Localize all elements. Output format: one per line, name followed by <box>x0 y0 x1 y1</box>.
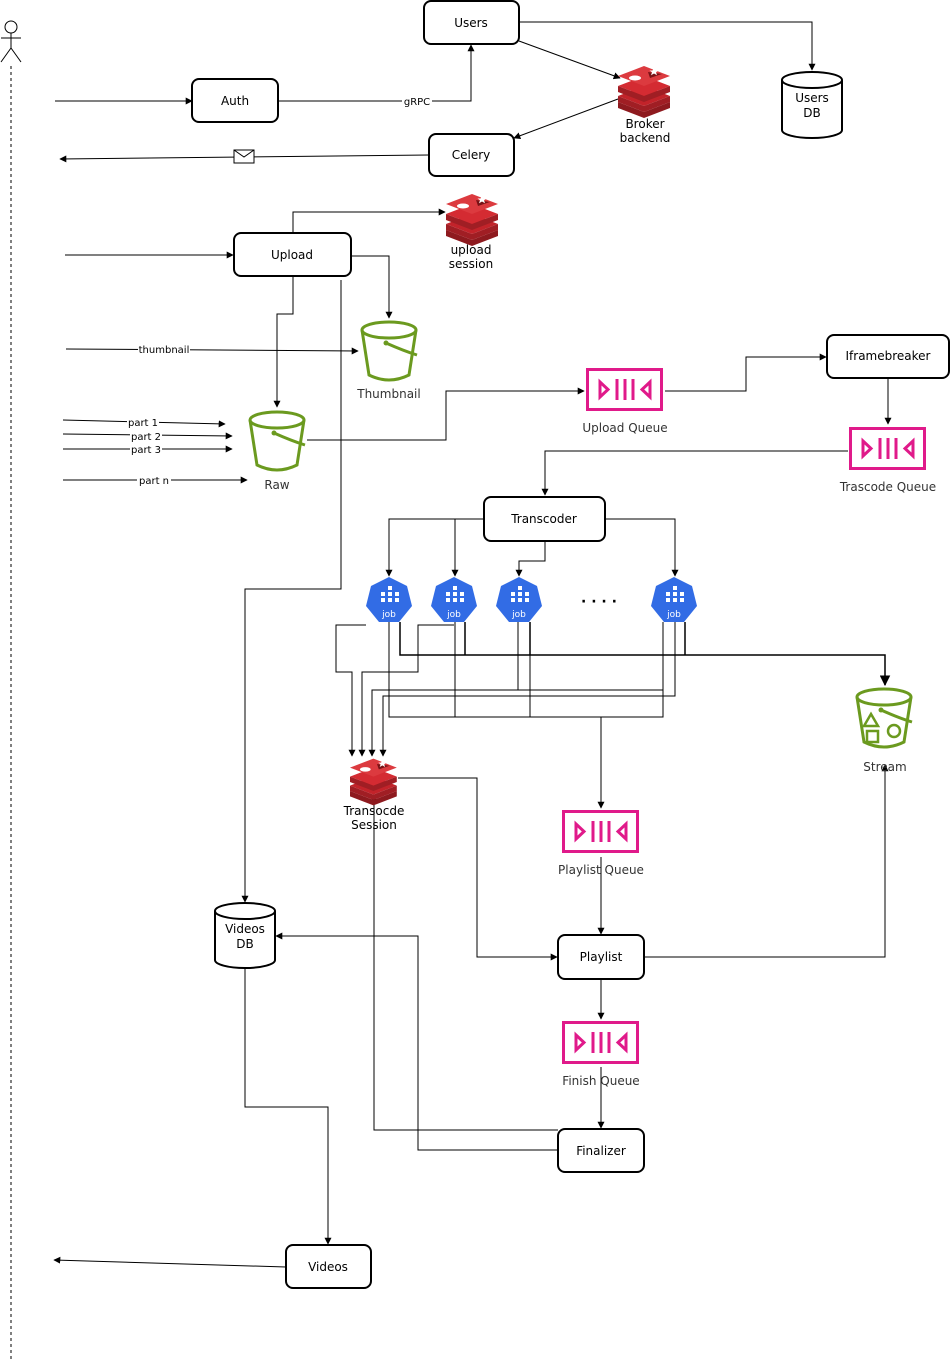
videos-service[interactable]: Videos <box>285 1244 372 1289</box>
upload-service-label: Upload <box>271 248 313 262</box>
celery-service-label: Celery <box>452 148 491 162</box>
transcode-job-1[interactable]: job <box>366 577 412 622</box>
sqs-queue-icon <box>562 1021 639 1064</box>
playlist-queue[interactable]: Playlist Queue <box>558 810 644 878</box>
raw-bucket[interactable]: Raw <box>248 410 307 492</box>
upload-session-label-1: upload <box>451 243 492 257</box>
users-db-label-2: DB <box>803 106 820 120</box>
edge-label-partn: part n <box>139 476 169 487</box>
redis-icon <box>350 758 397 806</box>
videos-db-label-2: DB <box>236 937 253 951</box>
stream-bucket-label: Stream <box>863 760 906 774</box>
envelope-icon <box>233 149 255 164</box>
s3-bucket-icon <box>360 320 419 382</box>
celery-service[interactable]: Celery <box>428 133 515 177</box>
transcoder-service[interactable]: Transcoder <box>483 496 606 542</box>
users-db-label-1: Users <box>795 91 829 105</box>
finish-queue-label: Finish Queue <box>562 1074 639 1088</box>
raw-bucket-label: Raw <box>264 478 289 492</box>
playlist-service-label: Playlist <box>580 950 623 964</box>
transcode-job-3[interactable]: job <box>496 577 542 622</box>
transcode-job-n[interactable]: job <box>651 577 697 622</box>
broker-label-2: backend <box>620 131 671 145</box>
videos-db[interactable]: Videos DB <box>214 902 276 969</box>
s3-bucket-icon <box>248 410 307 472</box>
edge-label-part2: part 2 <box>131 432 161 443</box>
edge-label-part3: part 3 <box>131 445 161 456</box>
transcode-job-2[interactable]: job <box>431 577 477 622</box>
upload-session-label-2: session <box>449 257 493 271</box>
s3-bucket-icon <box>855 687 914 749</box>
sqs-queue-icon <box>562 810 639 853</box>
transcoder-service-label: Transcoder <box>510 512 577 526</box>
users-db[interactable]: Users DB <box>781 71 843 139</box>
videos-service-label: Videos <box>308 1260 348 1274</box>
redis-icon <box>446 194 498 246</box>
auth-service-label: Auth <box>221 94 249 108</box>
edge-label-part1: part 1 <box>128 418 158 429</box>
upload-queue[interactable]: Upload Queue <box>582 368 668 436</box>
thumbnail-bucket-label: Thumbnail <box>356 387 420 401</box>
transcode-session-label-2: Session <box>351 818 397 832</box>
playlist-queue-label: Playlist Queue <box>558 863 644 877</box>
sqs-queue-icon <box>586 368 663 411</box>
users-service-label: Users <box>454 16 488 30</box>
stream-bucket[interactable]: Stream <box>855 687 914 774</box>
broker-backend[interactable]: Broker backend <box>618 66 670 145</box>
users-service[interactable]: Users <box>423 0 520 45</box>
finalizer-service-label: Finalizer <box>576 1144 626 1158</box>
thumbnail-bucket[interactable]: Thumbnail <box>356 320 421 401</box>
finish-queue[interactable]: Finish Queue <box>562 1021 640 1089</box>
job-label: job <box>446 610 461 620</box>
auth-service[interactable]: Auth <box>191 78 279 123</box>
upload-queue-label: Upload Queue <box>582 421 667 435</box>
iframebreaker-service[interactable]: Iframebreaker <box>826 334 950 379</box>
upload-service[interactable]: Upload <box>233 232 352 277</box>
edge-label-thumbnail: thumbnail <box>139 345 190 356</box>
trascode-queue[interactable]: Trascode Queue <box>839 427 936 495</box>
redis-icon <box>618 66 670 118</box>
job-label: job <box>381 610 396 620</box>
jobs-ellipsis: · · · · <box>581 594 617 610</box>
trascode-queue-label: Trascode Queue <box>839 480 936 494</box>
transcode-session-label-1: Transocde <box>343 804 405 818</box>
job-label: job <box>511 610 526 620</box>
job-label: job <box>666 610 681 620</box>
sqs-queue-icon <box>849 427 926 470</box>
transcode-session[interactable]: Transocde Session <box>343 758 405 832</box>
playlist-service[interactable]: Playlist <box>557 934 645 980</box>
finalizer-service[interactable]: Finalizer <box>557 1128 645 1173</box>
edge-labels: gRPC thumbnail part 1 part 2 part 3 part… <box>127 95 432 487</box>
edges <box>53 21 892 1268</box>
edge-label-grpc: gRPC <box>404 97 430 108</box>
actor-icon <box>0 20 22 63</box>
broker-label-1: Broker <box>625 117 664 131</box>
iframebreaker-service-label: Iframebreaker <box>846 349 931 363</box>
upload-session[interactable]: upload session <box>446 194 498 271</box>
videos-db-label-1: Videos <box>225 922 265 936</box>
